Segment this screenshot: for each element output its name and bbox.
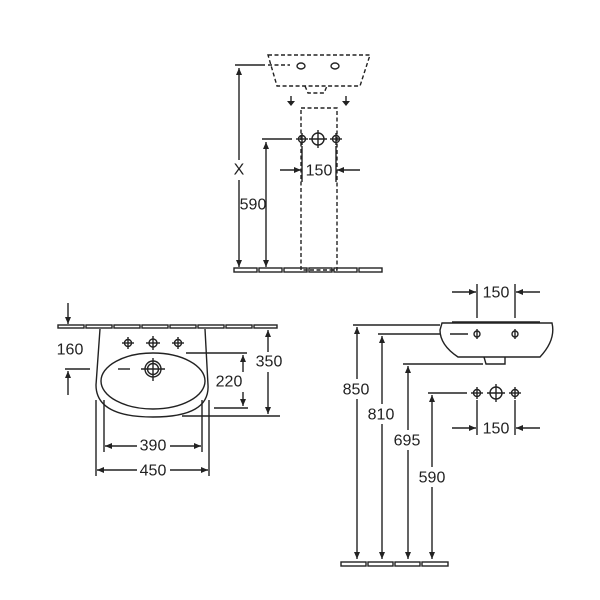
pedestal-outline-dashed	[300, 107, 338, 271]
bowl-outline	[100, 352, 206, 410]
dimension-150: 150	[306, 163, 333, 180]
dimension-bottom-150: 150	[483, 421, 510, 438]
dimension-160: 160	[57, 342, 84, 359]
plan-view: 160 220 350 390 450	[57, 303, 285, 480]
pedestal-view: X 590 150	[231, 54, 383, 273]
dimension-450: 450	[140, 463, 167, 480]
dimension-695: 695	[394, 433, 421, 450]
dimension-350: 350	[256, 354, 283, 371]
trap-outline	[483, 356, 506, 365]
dimension-590: 590	[240, 197, 267, 214]
side-view: 150 850 810 695 590 150	[340, 284, 554, 567]
dimension-850: 850	[343, 382, 370, 399]
wall-line	[57, 324, 278, 329]
floor-line	[233, 267, 383, 273]
dimension-810: 810	[368, 407, 395, 424]
tap-hole-icon	[296, 62, 306, 70]
basin-outline	[95, 328, 209, 418]
drain-icon	[141, 358, 165, 381]
dimension-390: 390	[140, 438, 167, 455]
dimension-220: 220	[216, 374, 243, 391]
tap-holes-icon	[122, 336, 184, 350]
down-arrow-icon	[287, 96, 295, 106]
basin-outline-dashed	[267, 54, 371, 87]
basin-side-outline	[439, 322, 554, 358]
tap-connections-icon	[296, 130, 342, 148]
tap-hole-icon	[511, 329, 519, 339]
dimension-top-150: 150	[483, 285, 510, 302]
down-arrow-icon	[342, 96, 350, 106]
floor-line	[340, 561, 449, 567]
tap-connections-icon	[471, 384, 521, 402]
tap-hole-icon	[473, 329, 481, 339]
tap-hole-icon	[330, 62, 340, 70]
overflow-dashed	[304, 85, 328, 94]
dimension-x: X	[234, 162, 245, 179]
dimension-590: 590	[419, 470, 446, 487]
